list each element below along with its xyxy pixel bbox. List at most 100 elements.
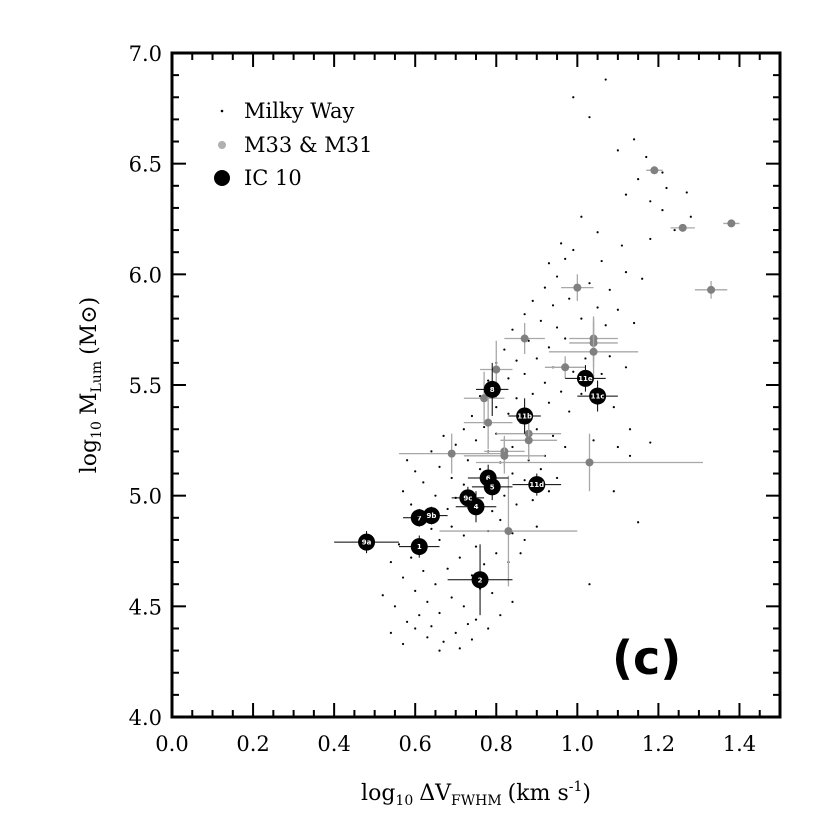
mw-point	[422, 569, 425, 573]
ic10-point-group: 9c	[451, 486, 485, 509]
mw-point	[430, 450, 433, 453]
legend-label-ic-10: IC 10	[244, 166, 302, 190]
mw-point	[628, 454, 632, 457]
mw-point	[389, 560, 392, 564]
mw-point	[401, 576, 405, 579]
m33-point-group	[544, 356, 586, 379]
mw-point	[685, 191, 688, 194]
panel-label: (c)	[612, 631, 681, 685]
mw-point	[434, 583, 437, 586]
mw-point	[458, 556, 461, 559]
ic10-point	[483, 380, 501, 398]
mw-point	[426, 636, 429, 639]
y-tick-label: 6.5	[129, 153, 162, 177]
ic10-point-group: 1	[398, 535, 440, 558]
mw-point	[564, 445, 567, 449]
mw-point	[568, 410, 571, 413]
mw-point	[401, 490, 405, 493]
mw-point	[608, 355, 611, 358]
ic10-point	[483, 478, 501, 496]
ic10-point-label: 11d	[529, 481, 544, 489]
mw-point	[515, 397, 518, 400]
m33-point-group	[463, 371, 505, 425]
x-tick-label: 1.0	[561, 732, 594, 756]
x-tick-label: 0.8	[480, 732, 513, 756]
x-tick-label: 1.4	[723, 732, 756, 756]
mw-point	[462, 605, 465, 608]
ic10-point-label: 2	[478, 576, 483, 584]
mw-point	[600, 259, 603, 263]
mw-point	[624, 366, 628, 369]
mw-point	[487, 627, 490, 630]
mw-point	[547, 401, 551, 404]
mw-point	[478, 468, 482, 471]
mw-point	[393, 605, 397, 608]
mw-point	[511, 328, 514, 331]
mw-point	[442, 640, 445, 643]
m33-point-group	[463, 396, 513, 450]
mw-point	[511, 600, 514, 604]
mw-point	[572, 370, 575, 373]
mw-point	[588, 116, 591, 119]
mw-point	[470, 638, 474, 641]
mw-point	[564, 337, 567, 340]
legend-marker-ic-10	[214, 170, 230, 186]
mw-point	[430, 625, 433, 628]
ic10-point-label: 11e	[578, 375, 593, 383]
mw-point	[491, 510, 494, 513]
mw-point	[410, 503, 413, 506]
mw-point	[434, 494, 437, 497]
mw-point	[604, 324, 607, 327]
mw-point	[616, 149, 619, 152]
mw-point	[543, 381, 547, 384]
x-tick-label: 0.0	[155, 732, 188, 756]
mw-point	[645, 155, 648, 159]
mw-point	[661, 209, 664, 212]
mw-point	[414, 627, 417, 630]
ic10-point-label: 4	[474, 503, 479, 511]
ic10-point-group: 5	[471, 473, 513, 501]
m33-point	[520, 334, 529, 343]
mw-point	[410, 556, 413, 559]
m33-point	[504, 527, 513, 536]
m33-point-group	[476, 433, 703, 492]
mw-point	[632, 138, 636, 141]
ic10-point-label: 6	[486, 474, 491, 482]
mw-point	[507, 412, 510, 415]
mw-point	[438, 465, 441, 468]
m33-point	[561, 363, 570, 372]
mw-point	[555, 476, 559, 480]
ic10-point-label: 11c	[591, 393, 605, 401]
mw-point	[535, 357, 538, 360]
mw-point	[462, 483, 465, 486]
mw-point	[446, 567, 449, 570]
m33-point-group	[500, 420, 558, 461]
mw-point	[523, 313, 526, 316]
ic10-point-group: 2	[447, 544, 513, 616]
mw-point	[624, 193, 628, 196]
ic10-point-group: 9b	[415, 506, 448, 525]
mw-point	[580, 317, 583, 320]
mw-point	[637, 521, 640, 524]
mw-point	[450, 476, 453, 480]
mw-point	[515, 359, 518, 362]
mw-point	[422, 481, 425, 484]
y-tick-label: 6.0	[129, 263, 162, 287]
mw-point	[523, 372, 526, 376]
mw-point	[547, 262, 551, 265]
mw-point	[499, 614, 502, 617]
mw-point	[616, 445, 619, 449]
mw-point	[568, 297, 571, 300]
mw-point	[612, 406, 615, 409]
ic10-point	[576, 369, 594, 387]
ic10-point-group: 11d	[512, 473, 562, 496]
mw-point	[624, 271, 628, 274]
ic10-point-group: 11b	[508, 398, 541, 434]
mw-point	[454, 443, 457, 446]
mw-point	[592, 439, 595, 442]
m33-point	[524, 436, 533, 445]
mw-point	[572, 248, 575, 252]
mw-point	[462, 534, 465, 537]
mw-point	[401, 642, 405, 646]
m33-point	[727, 219, 736, 228]
